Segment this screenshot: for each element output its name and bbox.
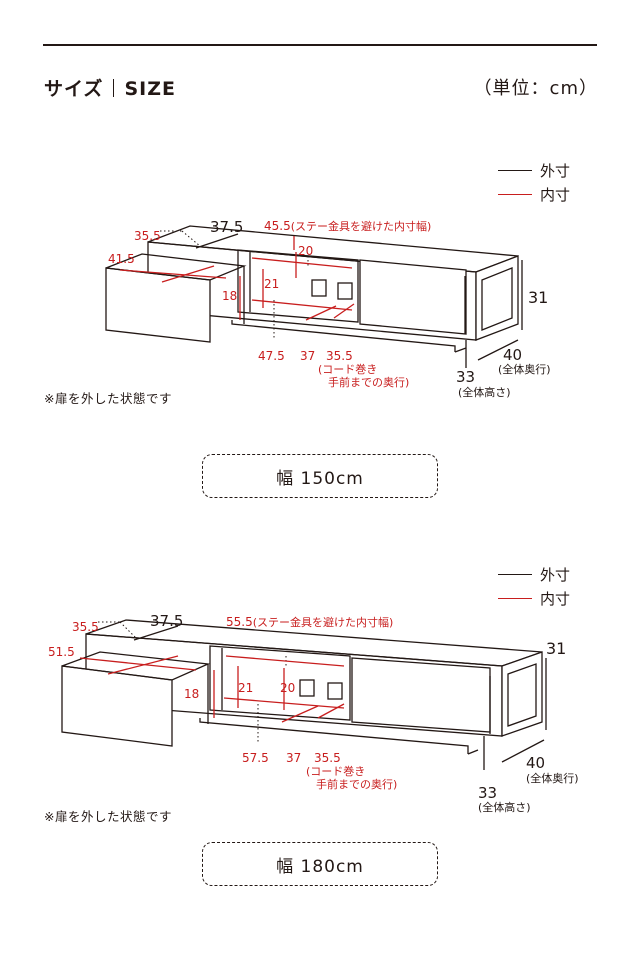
- depth-note: (全体奥行): [526, 771, 579, 785]
- width-label-150: 幅 150cm: [202, 454, 438, 498]
- dim-total-h-label: 33: [478, 784, 497, 802]
- total-h-note: (全体高さ): [478, 800, 531, 814]
- top-rule: [43, 44, 597, 46]
- inner-dim-lines: [79, 655, 345, 723]
- dim-cord-d-label: 35.5: [326, 349, 353, 363]
- legend-outer: 外寸: [498, 160, 570, 181]
- legend-inner: 内寸: [498, 184, 570, 205]
- dim-cord-d-label: 35.5: [314, 751, 341, 765]
- cord-note-2: 手前までの奥行): [316, 777, 397, 791]
- dim-left-a-label: 35.5: [134, 229, 161, 243]
- cord-note-2: 手前までの奥行): [328, 375, 409, 389]
- dim-bottom-w-label: 47.5: [258, 349, 285, 363]
- dim-depth-label: 40: [526, 754, 545, 772]
- note-doors-removed-150: ※扉を外した状態です: [44, 391, 172, 406]
- dim-inner-h-label: 20: [280, 681, 295, 695]
- dim-height-label: 31: [546, 639, 566, 658]
- dim-drawer-h-label: 18: [184, 687, 199, 701]
- dim-drawer-h-label: 18: [222, 289, 237, 303]
- dim-top-depth: [195, 233, 239, 249]
- dim-bottom-w-label: 57.5: [242, 751, 269, 765]
- dim-left-b-label: 51.5: [48, 645, 75, 659]
- note-doors-removed-180: ※扉を外した状態です: [44, 809, 172, 824]
- inner-dim-lines: [119, 236, 355, 321]
- tv-board-side: [475, 255, 519, 341]
- dim-top-depth-label: 37.5: [150, 612, 183, 630]
- dim-depth: [477, 339, 519, 361]
- dim-depth-label: 40: [503, 346, 522, 364]
- dim-top-depth: [133, 625, 179, 641]
- legend-inner-2: 内寸: [498, 588, 570, 609]
- right-door: [359, 259, 467, 335]
- dim-height-label: 31: [528, 288, 548, 307]
- legend-outer-2: 外寸: [498, 564, 570, 585]
- dim-inner-w-label: 55.5(ステー金具を避けた内寸幅): [226, 615, 393, 629]
- unit-label: （単位：cm）: [473, 78, 598, 99]
- dim-inner-h2-label: 21: [264, 277, 279, 291]
- dim-bottom-d-label: 37: [300, 349, 315, 363]
- diagram-180: 37.5 35.5 51.5 18 55.5(ステー金具を避けた内寸幅) 20 …: [48, 612, 579, 814]
- dim-inner-h-label: 20: [298, 244, 313, 258]
- open-drawer: [105, 267, 211, 343]
- dim-left-b-label: 41.5: [108, 252, 135, 266]
- dim-inner-w-label: 45.5(ステー金具を避けた内寸幅): [264, 219, 431, 233]
- dim-inner-h2-label: 21: [238, 681, 253, 695]
- diagram-150: 37.5 35.5 41.5 18 45.5(ステー金具を避けた内寸幅) 20 …: [105, 218, 551, 399]
- width-label-180: 幅 180cm: [202, 842, 438, 886]
- depth-note: (全体奥行): [498, 362, 551, 376]
- cord-note-1: (コード巻き: [318, 363, 377, 376]
- total-h-note: (全体高さ): [458, 385, 511, 399]
- dim-depth: [501, 739, 545, 763]
- cord-note-1: (コード巻き: [306, 765, 365, 778]
- dim-total-h-label: 33: [456, 368, 475, 386]
- dim-top-depth-label: 37.5: [210, 218, 243, 236]
- right-door: [351, 657, 491, 733]
- dim-bottom-d-label: 37: [286, 751, 301, 765]
- dim-left-a-label: 35.5: [72, 620, 99, 634]
